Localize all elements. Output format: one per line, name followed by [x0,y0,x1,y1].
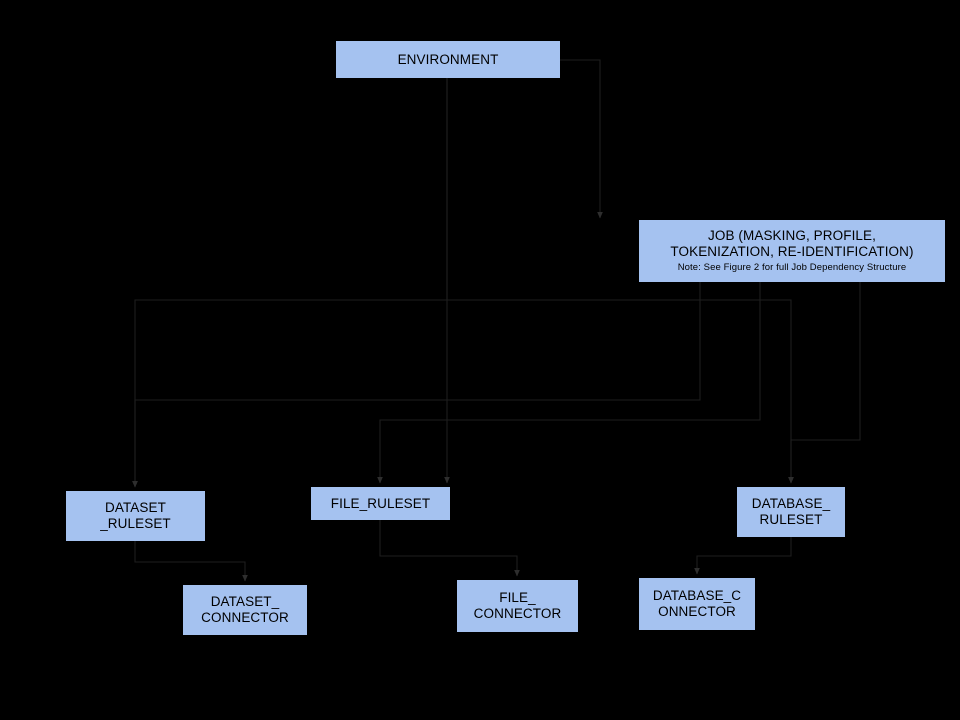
node-database-connector-label: DATABASE_C ONNECTOR [652,588,742,619]
node-job[interactable]: JOB (MASKING, PROFILE, TOKENIZATION, RE-… [639,220,945,282]
node-database-ruleset-label: DATABASE_ RULESET [751,496,831,527]
edge-job-to-database-ruleset [788,282,861,484]
node-environment-label: ENVIRONMENT [397,51,499,67]
node-job-label: JOB (MASKING, PROFILE, TOKENIZATION, RE-… [670,228,914,260]
edge-environment-to-dataset-ruleset [132,78,448,488]
node-database-ruleset[interactable]: DATABASE_ RULESET [737,487,845,537]
node-file-ruleset-label: FILE_RULESET [330,495,431,511]
node-dataset-ruleset-label: DATASET _RULESET [100,500,171,531]
node-environment[interactable]: ENVIRONMENT [336,41,560,78]
edge-job-to-file-ruleset [377,282,761,484]
node-file-connector-label: FILE_ CONNECTOR [473,590,562,621]
node-dataset-connector-label: DATASET_ CONNECTOR [201,594,289,625]
edge-environment-to-job [560,59,603,219]
node-dataset-connector[interactable]: DATASET_ CONNECTOR [183,585,307,635]
node-file-ruleset[interactable]: FILE_RULESET [311,487,450,520]
node-dataset-ruleset[interactable]: DATASET _RULESET [66,491,205,541]
node-job-note: Note: See Figure 2 for full Job Dependen… [677,262,907,274]
edge-dataset-ruleset-to-dataset-connector [134,541,248,582]
edge-file-ruleset-to-file-connector [379,520,520,577]
edge-job-to-dataset-ruleset [132,282,701,488]
node-database-connector[interactable]: DATABASE_C ONNECTOR [639,578,755,630]
edge-database-ruleset-to-database-connector [694,537,792,575]
node-file-connector[interactable]: FILE_ CONNECTOR [457,580,578,632]
